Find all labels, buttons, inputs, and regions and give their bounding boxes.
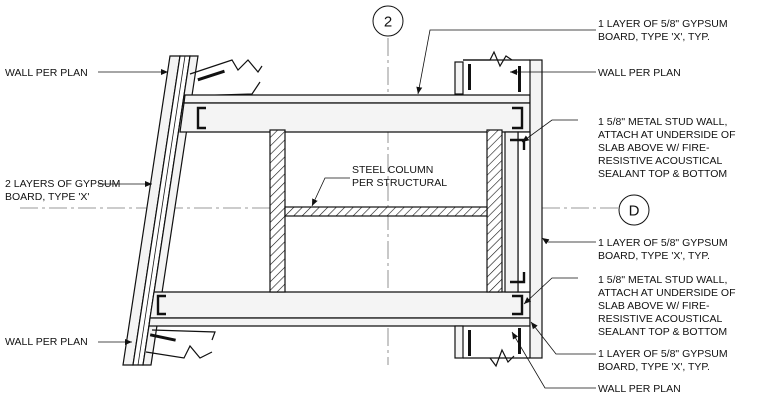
wall-stub-left-top (185, 59, 263, 97)
label-stud-lower-1: 1 5/8" METAL STUD WALL, (598, 274, 727, 286)
label-stud-lower-4: RESISTIVE ACOUSTICAL (598, 313, 722, 325)
label-wall-per-plan-left-bottom: WALL PER PLAN (5, 336, 88, 348)
notes: WALL PER PLAN 2 LAYERS OF GYPSUM BOARD, … (5, 18, 735, 395)
wall-stub-left-bottom (145, 329, 216, 359)
right-enclosure-wall (504, 59, 543, 359)
label-stud-upper-1: 1 5/8" METAL STUD WALL, (598, 116, 727, 128)
leader-lines (98, 29, 596, 389)
label-wall-per-plan-right-top: WALL PER PLAN (598, 67, 681, 79)
label-stud-upper-5: SEALANT TOP & BOTTOM (598, 168, 727, 180)
label-wall-per-plan-right-bottom: WALL PER PLAN (598, 383, 681, 395)
label-stud-lower-3: SLAB ABOVE W/ FIRE- (598, 300, 710, 312)
wall-stub-right-top (454, 50, 530, 95)
angled-wall-left (122, 55, 199, 366)
label-steel-column-2: PER STRUCTURAL (352, 177, 447, 189)
label-gypsum-bottom-right-2: BOARD, TYPE 'X', TYP. (598, 361, 710, 373)
label-steel-column-1: STEEL COLUMN (352, 164, 433, 176)
label-stud-lower-2: ATTACH AT UNDERSIDE OF (598, 287, 735, 299)
label-gypsum-right-middle-2: BOARD, TYPE 'X', TYP. (598, 250, 710, 262)
top-enclosure-board (179, 94, 531, 133)
grid-bubble-2: 2 (372, 5, 404, 37)
label-two-layers-gypsum-2: BOARD, TYPE 'X' (5, 191, 89, 203)
label-two-layers-gypsum-1: 2 LAYERS OF GYPSUM (5, 178, 120, 190)
label-gypsum-top-right-2: BOARD, TYPE 'X', TYP. (598, 31, 710, 43)
label-stud-upper-4: RESISTIVE ACOUSTICAL (598, 155, 722, 167)
grid-bubble-d-label: D (629, 203, 640, 220)
wall-stub-right-bottom (454, 325, 530, 368)
label-gypsum-top-right-1: 1 LAYER OF 5/8" GYPSUM (598, 18, 728, 30)
steel-column (269, 129, 503, 293)
label-stud-upper-3: SLAB ABOVE W/ FIRE- (598, 142, 710, 154)
label-stud-lower-5: SEALANT TOP & BOTTOM (598, 326, 727, 338)
label-stud-upper-2: ATTACH AT UNDERSIDE OF (598, 129, 735, 141)
label-wall-per-plan-left-top: WALL PER PLAN (5, 67, 88, 79)
bottom-enclosure-board (148, 291, 531, 327)
grid-bubble-2-label: 2 (384, 14, 392, 31)
grid-bubble-d: D (618, 194, 650, 226)
label-gypsum-bottom-right-1: 1 LAYER OF 5/8" GYPSUM (598, 348, 728, 360)
label-gypsum-right-middle-1: 1 LAYER OF 5/8" GYPSUM (598, 237, 728, 249)
